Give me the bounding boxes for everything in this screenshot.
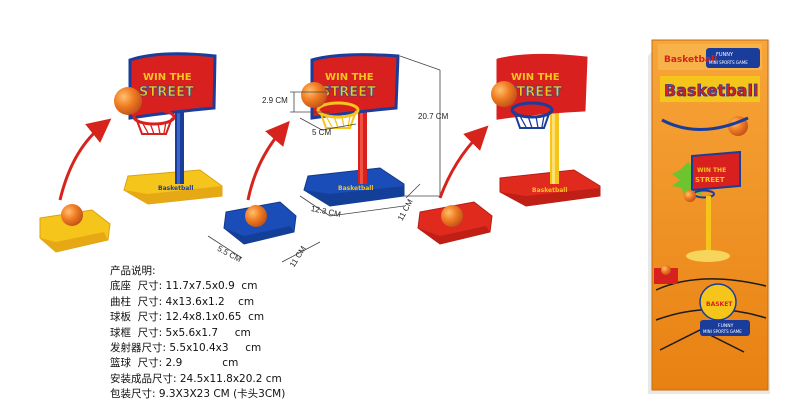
spec-title: 产品说明: <box>110 265 156 277</box>
spec-line: 安装成品尺寸: 24.5x11.8x20.2 cm <box>110 372 282 385</box>
spec-line: 曲柱 尺寸: 4x13.6x1.2 cm <box>110 295 255 308</box>
spec-line: 球框 尺寸: 5x5.6x1.7 cm <box>110 326 251 339</box>
spec-line: 篮球 尺寸: 2.9 cm <box>110 357 239 370</box>
svg-text:WIN THE: WIN THE <box>697 167 726 174</box>
hoop-set-red: Basketball WIN THE STREET <box>417 53 601 245</box>
svg-text:WIN THE: WIN THE <box>511 72 560 83</box>
spec-line: 包装尺寸: 9.3X3X23 CM (卡头3CM) <box>110 388 286 401</box>
backboard-logo: WIN THE STREET <box>139 72 195 100</box>
svg-text:STREET: STREET <box>139 85 194 100</box>
svg-text:FUNNY: FUNNY <box>718 323 734 329</box>
dimension-lines <box>207 55 441 263</box>
svg-text:Basketball: Basketball <box>338 185 373 192</box>
basketball-ball <box>114 87 142 115</box>
dim-total-height: 20.7 CM <box>418 112 449 121</box>
box-title: Basketball <box>664 81 758 100</box>
svg-text:WIN THE: WIN THE <box>325 72 374 83</box>
svg-text:WIN THE: WIN THE <box>143 72 192 83</box>
packaging-box: Basketball FUNNY MINI SPORTS GAME Basket… <box>648 39 770 394</box>
svg-text:STREET: STREET <box>321 85 376 100</box>
dim-rim-height: 2.9 CM <box>262 96 288 105</box>
svg-text:BASKET: BASKET <box>706 301 733 308</box>
svg-text:STREET: STREET <box>507 85 562 100</box>
box-brand-top: Basketball <box>664 55 717 65</box>
svg-text:STREET: STREET <box>695 176 725 184</box>
spec-line: 底座 尺寸: 11.7x7.5x0.9 cm <box>110 280 258 293</box>
hoop-set-blue: Basketball WIN THE STREET <box>207 53 441 263</box>
svg-text:MINI SPORTS GAME: MINI SPORTS GAME <box>709 60 748 65</box>
svg-text:FUNNY: FUNNY <box>716 52 734 58</box>
svg-text:MINI SPORTS GAME: MINI SPORTS GAME <box>703 329 742 334</box>
dim-rim-width: 5 CM <box>312 128 332 137</box>
product-spec: 产品说明: 底座 尺寸: 11.7x7.5x0.9 cm 曲柱 尺寸: 4x13… <box>110 264 450 403</box>
svg-text:Basketball: Basketball <box>158 185 193 192</box>
spec-line: 球板 尺寸: 12.4x8.1x0.65 cm <box>110 311 265 324</box>
spec-line: 发射器尺寸: 5.5x10.4x3 cm <box>110 342 262 355</box>
launch-arrow <box>58 118 112 201</box>
hoop-set-yellow: Basketball WIN THE STREET <box>39 52 223 253</box>
svg-text:Basketball: Basketball <box>532 187 567 194</box>
